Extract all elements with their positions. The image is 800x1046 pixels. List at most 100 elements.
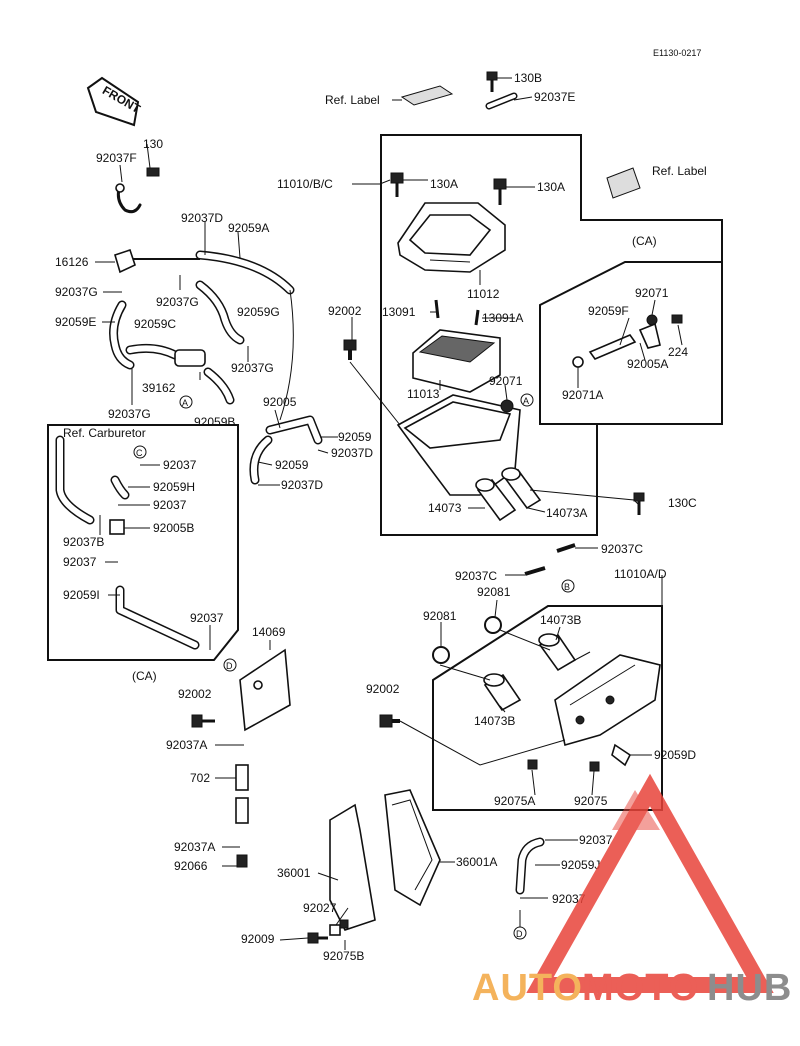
vacuum-line <box>279 289 294 421</box>
label-92037-6: 92037 <box>552 892 586 906</box>
bolt-92009 <box>307 932 328 944</box>
marker-a-1: A <box>179 395 193 409</box>
plug-92066 <box>236 854 248 868</box>
air-cleaner-cover <box>397 202 506 273</box>
hose-92059C <box>125 343 180 360</box>
marker-d-1: D <box>223 658 237 672</box>
air-cleaner-case <box>396 394 521 496</box>
label-92037G-3: 92037G <box>231 361 274 375</box>
label-92075A: 92075A <box>494 794 535 808</box>
hose-92059G <box>195 280 245 345</box>
valve-16126 <box>114 248 200 274</box>
duct-14073B-2 <box>483 673 522 712</box>
label-14073: 14073 <box>428 501 462 515</box>
label-92066: 92066 <box>174 859 208 873</box>
label-130: 130 <box>143 137 163 151</box>
ref-carburetor-pipe <box>55 435 95 525</box>
cover-36001A <box>384 789 441 907</box>
label-92027: 92027 <box>303 901 337 915</box>
watermark-logo: AUTO MOTO HUB <box>472 773 791 1009</box>
clamp-92037C-2 <box>524 566 546 576</box>
marker-b-text: B <box>564 582 570 592</box>
nut-92075 <box>589 761 600 772</box>
hose-92059-1 <box>265 415 323 445</box>
label-92037C-1: 92037C <box>601 542 643 556</box>
label-224: 224 <box>668 345 688 359</box>
cover-36001 <box>329 803 376 931</box>
leader-lines <box>95 77 683 950</box>
bolt-92002-2 <box>191 714 215 728</box>
label-92009: 92009 <box>241 932 275 946</box>
clamp-92037C-1 <box>556 543 576 553</box>
label-11010AD: 11010A/D <box>614 567 667 581</box>
ca-bottom-label: (CA) <box>132 669 157 683</box>
label-92037-1: 92037 <box>163 458 197 472</box>
marker-d-2: D <box>513 926 527 940</box>
label-92059G: 92059G <box>237 305 280 319</box>
marker-c: C <box>133 445 147 459</box>
label-14073A: 14073A <box>546 506 587 520</box>
ring-92081-2 <box>484 616 502 634</box>
marker-a2-text: A <box>523 396 529 406</box>
ring-92081-1 <box>432 646 450 664</box>
hose-92059E <box>109 300 135 370</box>
collar-92027 <box>329 924 341 936</box>
duct-14073B-1 <box>538 633 577 672</box>
airbox-lower-frame <box>432 605 663 811</box>
label-702: 702 <box>190 771 210 785</box>
label-92037A-2: 92037A <box>174 840 215 854</box>
label-92037D-2: 92037D <box>331 446 373 460</box>
hose-92059B <box>203 367 235 405</box>
label-36001A: 36001A <box>456 855 497 869</box>
bolt-130A-1 <box>390 172 404 197</box>
bolt-130A-2 <box>493 178 507 205</box>
marker-a-2: A <box>520 393 534 407</box>
label-36001: 36001 <box>277 866 311 880</box>
tee-92005B <box>109 519 125 535</box>
label-92059H: 92059H <box>153 480 195 494</box>
watermark-moto: MOTO <box>582 967 699 1009</box>
ref-carburetor-label: Ref. Carburetor <box>63 426 146 440</box>
hose-92059J <box>515 837 545 895</box>
label-92059A: 92059A <box>228 221 269 235</box>
drain-pipe-702 <box>235 764 249 824</box>
ref-label-2: Ref. Label <box>652 164 707 178</box>
canister-39162 <box>174 349 206 367</box>
label-92037F: 92037F <box>96 151 137 165</box>
hose-92059-2 <box>249 435 273 485</box>
label-13091A: 13091A <box>482 311 523 325</box>
part-labels: 130B 92037E 130 92037F 11010/B/C 130A 13… <box>55 71 697 963</box>
clip-13091A <box>474 309 480 326</box>
nut-92075A <box>527 759 538 770</box>
label-92059-1: 92059 <box>338 430 372 444</box>
label-92037D-1: 92037D <box>181 211 223 225</box>
label-92037-3: 92037 <box>63 555 97 569</box>
plug-92059D <box>611 743 632 767</box>
watermark-auto: AUTO <box>472 967 583 1009</box>
duct-14073A <box>501 467 542 510</box>
label-92037E: 92037E <box>534 90 575 104</box>
label-92037C-2: 92037C <box>455 569 497 583</box>
ca-top-label: (CA) <box>632 234 657 248</box>
label-92075B: 92075B <box>323 949 364 963</box>
label-39162: 39162 <box>142 381 176 395</box>
label-92002-1: 92002 <box>328 304 362 318</box>
label-92037A-1: 92037A <box>166 738 207 752</box>
label-11010BC: 11010/B/C <box>277 177 333 191</box>
label-92059C: 92059C <box>134 317 176 331</box>
marker-d2-text: D <box>516 929 523 939</box>
label-92037G-2: 92037G <box>156 295 199 309</box>
air-filter-element <box>412 329 501 393</box>
bolt-92002-3 <box>379 714 400 728</box>
label-92005A: 92005A <box>627 357 668 371</box>
marker-c-text: C <box>136 448 143 458</box>
ref-label-1: Ref. Label <box>325 93 380 107</box>
label-92081-2: 92081 <box>477 585 511 599</box>
label-11012: 11012 <box>467 287 500 301</box>
marker-a1-text: A <box>182 398 188 408</box>
label-14073B-1: 14073B <box>540 613 581 627</box>
ref-label-right: Ref. Label <box>606 164 707 199</box>
label-92005: 92005 <box>263 395 297 409</box>
label-92071-2: 92071 <box>489 374 523 388</box>
